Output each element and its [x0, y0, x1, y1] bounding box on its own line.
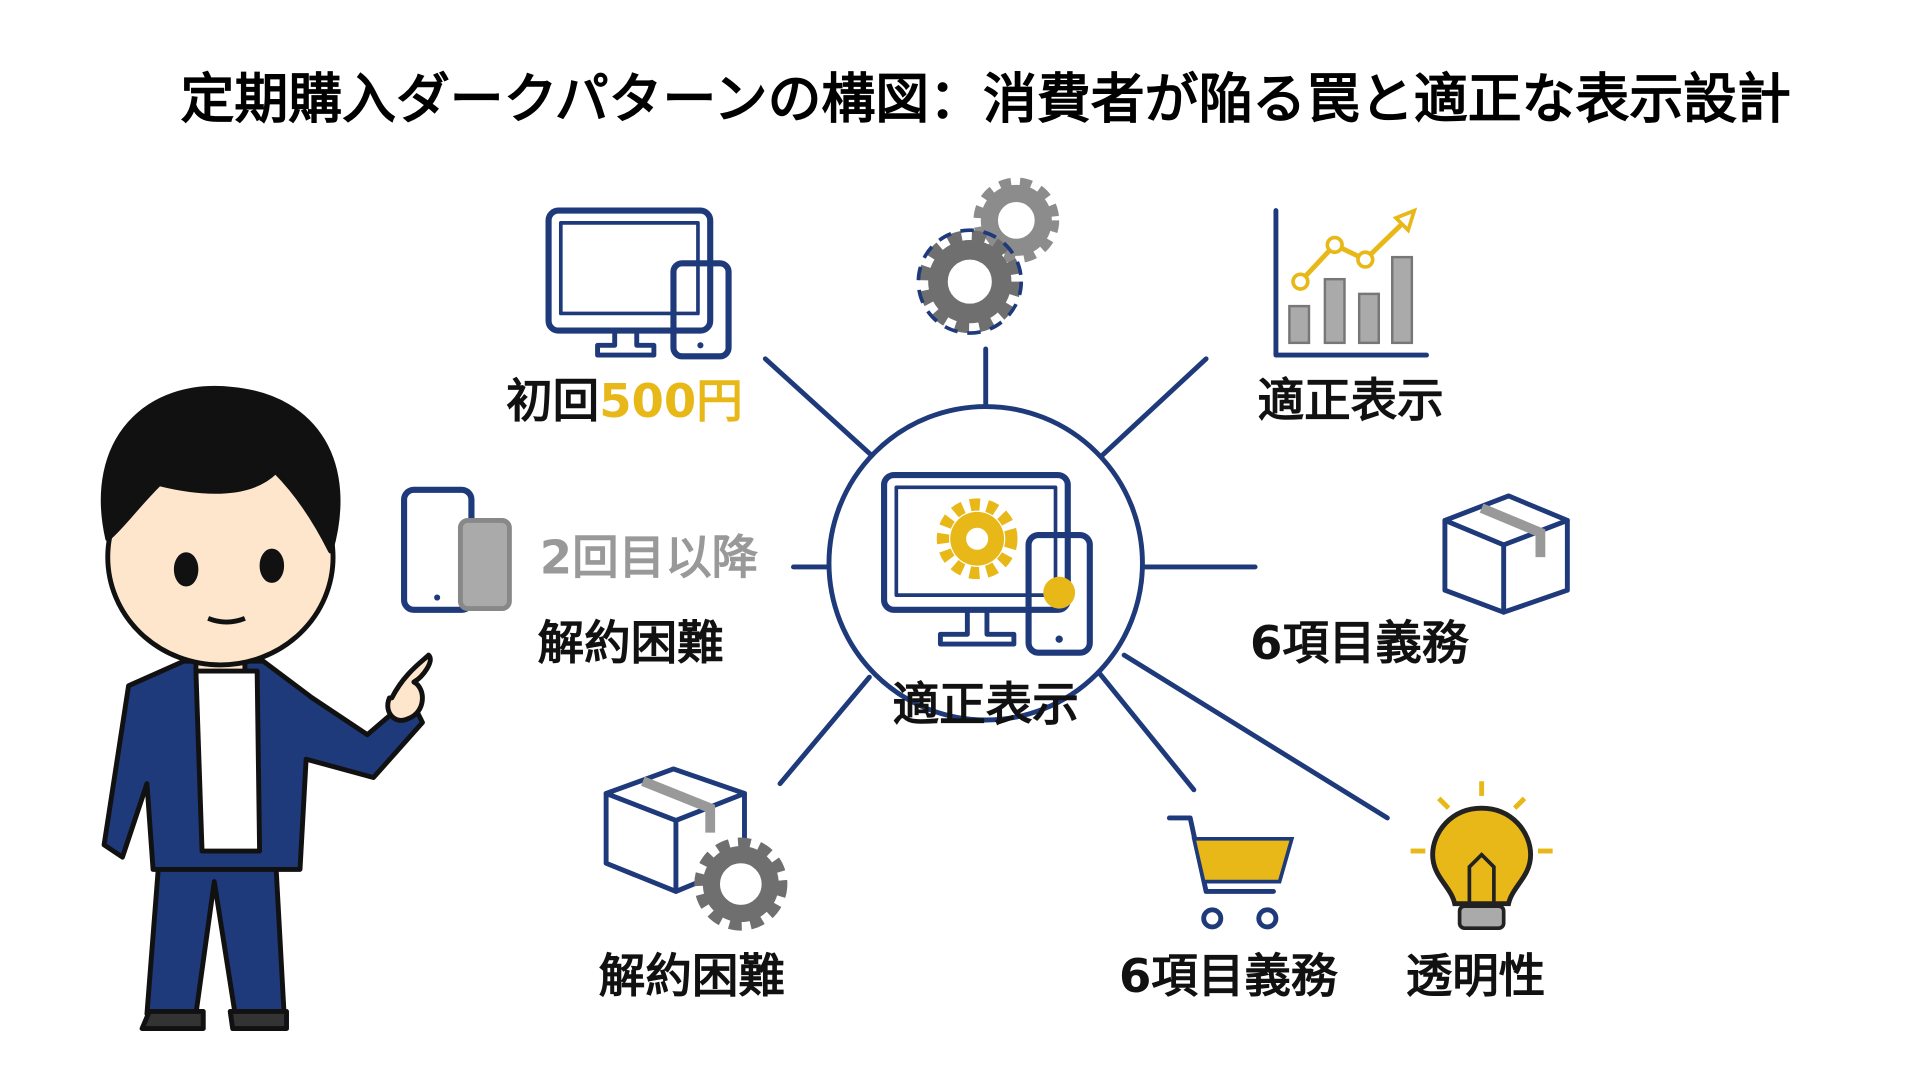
second-onward-label: 2回目以降	[540, 530, 759, 584]
transparency-label: 透明性	[1406, 949, 1546, 1003]
monitor-phone-icon	[545, 207, 732, 360]
cart-icon	[1166, 815, 1295, 930]
connector-lines	[762, 346, 1390, 821]
first-label: 初回	[506, 374, 599, 428]
person-illustration	[100, 385, 433, 1032]
cancel-hard-left-label: 解約困難	[538, 616, 724, 670]
cancel-hard-bottom-label: 解約困難	[599, 949, 785, 1003]
price-highlight: 500円	[599, 374, 743, 428]
lightbulb-icon	[1410, 781, 1553, 930]
box-gear-icon	[603, 766, 788, 931]
proper-display-label: 適正表示	[1258, 374, 1444, 428]
gears-icon	[916, 177, 1060, 335]
center-label: 適正表示	[893, 677, 1079, 731]
growth-chart-icon	[1273, 207, 1429, 358]
center-hub: 適正表示	[826, 404, 1145, 731]
phones-icon	[401, 486, 512, 613]
first-price-label: 初回500円	[506, 374, 743, 428]
six-items-bottom-label: 6項目義務	[1119, 949, 1339, 1003]
monitor-phone-gear-icon	[881, 472, 1093, 656]
six-items-right-label: 6項目義務	[1250, 616, 1470, 670]
box-icon	[1442, 493, 1570, 615]
diagram-title: 定期購入ダークパターンの構図：消費者が陥る罠と適正な表示設計	[181, 67, 1791, 130]
